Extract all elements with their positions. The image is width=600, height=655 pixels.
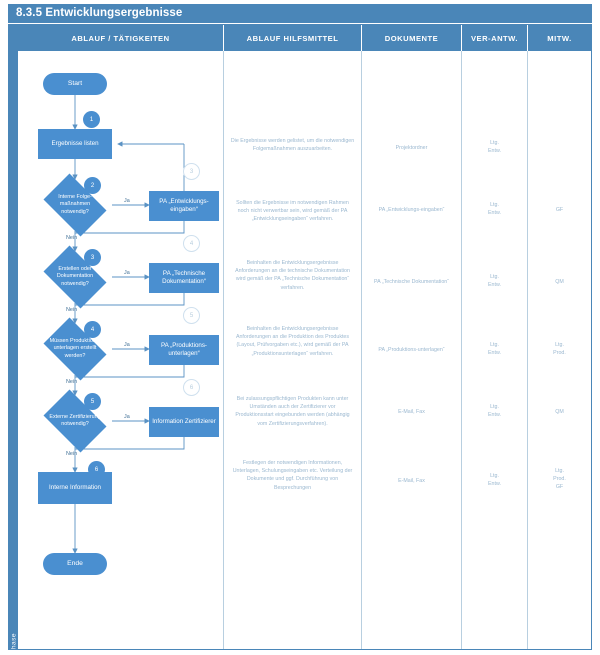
dokument-text-2: PA „Entwicklungs-eingaben“ — [378, 207, 445, 213]
column-body-hilfsmittel: Die Ergebnisse werden gelistet, um die n… — [224, 51, 362, 649]
phase-band: Phase — [9, 25, 18, 654]
step-badge-6: 6 — [88, 461, 105, 478]
hilfsmittel-text-1: Die Ergebnisse werden gelistet, um die n… — [230, 138, 355, 153]
ref-badge-6: 6 — [183, 379, 200, 396]
dokument-text-5: E-Mail, Fax — [398, 409, 425, 415]
step-badge-1: 1 — [83, 111, 100, 128]
edge-label-nein-3: Nein — [66, 379, 78, 385]
dokument-text-3: PA „Technische Dokumentation“ — [374, 279, 449, 285]
edge-label-ja-1: Ja — [124, 198, 130, 204]
flowchart-connectors — [72, 94, 185, 554]
flow-node-ergebnisse-listen[interactable]: Ergebnisse listen — [38, 129, 112, 159]
mitwirkend-text-2: GF — [555, 207, 564, 213]
flow-node-pa-produktionsunterlagen[interactable]: PA „Produktions-unterlagen“ — [149, 335, 219, 365]
verantwortlich-text-1: Ltg. Entw. — [488, 140, 501, 155]
mitwirkend-text-6: Ltg. Prod. GF — [553, 468, 566, 491]
ref-badge-3: 3 — [183, 163, 200, 180]
hilfsmittel-text-5: Bei zulassungspflichtigen Produkten kann… — [235, 396, 350, 427]
edge-label-nein-4: Nein — [66, 451, 78, 457]
flow-decision-interne-folgemassnahmen[interactable]: Interne Folge-maßnahmen notwendig? — [38, 173, 112, 237]
column-body-ablauf: Start Ergebnisse listen Interne Folge-ma… — [18, 51, 224, 649]
diamond-label: Müssen Produktions-unterlagen erstellt w… — [49, 338, 101, 359]
column-body-verantwortlich: Ltg. Entw. Ltg. Entw. Ltg. Entw. Ltg. En… — [462, 51, 528, 649]
edge-label-nein-2: Nein — [66, 307, 78, 313]
flowchart-canvas: Start Ergebnisse listen Interne Folge-ma… — [18, 51, 224, 649]
flow-node-pa-technische-dokumentation[interactable]: PA „Technische Dokumentation“ — [149, 263, 219, 293]
diamond-label: Externe Zertifizierung notwendig? — [49, 413, 101, 427]
column-body-dokumente: Projektordner PA „Entwicklungs-eingaben“… — [362, 51, 462, 649]
verantwortlich-text-6: Ltg. Entw. — [488, 473, 501, 488]
dokument-text-1: Projektordner — [395, 145, 428, 151]
edge-label-ja-2: Ja — [124, 270, 130, 276]
mitwirkend-text-3: QM — [555, 279, 564, 285]
flow-decision-externe-zertifizierung[interactable]: Externe Zertifizierung notwendig? — [38, 389, 112, 453]
flow-node-pa-entwicklungseingaben[interactable]: PA „Entwicklungs-eingaben“ — [149, 191, 219, 221]
phase-label: Phase — [10, 633, 18, 654]
verantwortlich-text-2: Ltg. Entw. — [488, 202, 501, 217]
verantwortlich-text-3: Ltg. Entw. — [488, 274, 501, 289]
verantwortlich-text-5: Ltg. Entw. — [488, 404, 501, 419]
mitwirkend-text-4: Ltg. Prod. — [553, 342, 566, 357]
column-body-mitwirkend: GF QM Ltg. Prod. QM Ltg. Prod. GF — [528, 51, 591, 649]
column-header-hilfsmittel: ABLAUF HILFSMITTEL — [224, 25, 362, 51]
flow-node-interne-information[interactable]: Interne Information — [38, 472, 112, 504]
table-header-row: ABLAUF / TÄTIGKEITEN ABLAUF HILFSMITTEL … — [18, 25, 591, 51]
column-header-verantwortlich: VER-ANTW. — [462, 25, 528, 51]
verantwortlich-text-4: Ltg. Entw. — [488, 342, 501, 357]
hilfsmittel-text-2: Sollten die Ergebnisse im notwendigen Ra… — [236, 200, 349, 223]
ref-badge-4: 4 — [183, 235, 200, 252]
edge-label-nein-1: Nein — [66, 235, 78, 241]
table-body: Start Ergebnisse listen Interne Folge-ma… — [18, 51, 591, 649]
edge-label-ja-3: Ja — [124, 342, 130, 348]
mitwirkend-text-5: QM — [555, 409, 564, 415]
step-badge-3: 3 — [84, 249, 101, 266]
step-badge-5: 5 — [84, 393, 101, 410]
flow-node-start[interactable]: Start — [43, 73, 107, 95]
flow-decision-produktionsunterlagen[interactable]: Müssen Produktions-unterlagen erstellt w… — [38, 317, 112, 381]
hilfsmittel-text-3: Beinhalten die Entwicklungsergebnisse An… — [235, 260, 350, 291]
diamond-label: Erstellen oder Dokumentation notwendig? — [56, 266, 94, 287]
dokument-text-6: E-Mail, Fax — [398, 478, 425, 484]
hilfsmittel-text-4: Beinhalten die Entwicklungsergebnisse An… — [235, 326, 350, 357]
flow-node-information-zertifizierer[interactable]: Information Zertifizierer — [149, 407, 219, 437]
column-header-mitwirkend: MITW. — [547, 33, 572, 43]
dokument-text-4: PA „Produktions-unterlagen“ — [378, 347, 445, 353]
hilfsmittel-text-6: Festlegen der notwendigen Informationen,… — [232, 460, 353, 491]
column-header-dokumente: DOKUMENTE — [362, 25, 462, 51]
step-badge-2: 2 — [84, 177, 101, 194]
step-badge-4: 4 — [84, 321, 101, 338]
column-header-ablauf: ABLAUF / TÄTIGKEITEN — [18, 25, 224, 51]
edge-label-ja-4: Ja — [124, 414, 130, 420]
diamond-label: Interne Folge-maßnahmen notwendig? — [58, 194, 92, 215]
ref-badge-5: 5 — [183, 307, 200, 324]
flow-node-ende[interactable]: Ende — [43, 553, 107, 575]
swimlane-frame: Phase ABLAUF / TÄTIGKEITEN ABLAUF HILFSM… — [8, 24, 592, 654]
flow-decision-dokumentation[interactable]: Erstellen oder Dokumentation notwendig? — [38, 245, 112, 309]
page-title: 8.3.5 Entwicklungsergebnisse — [8, 4, 592, 23]
